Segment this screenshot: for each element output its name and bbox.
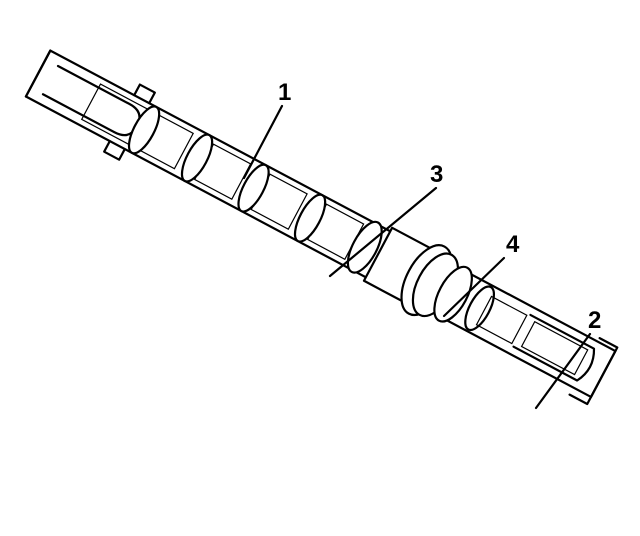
o-ring-seal bbox=[362, 226, 473, 323]
tube-end-right bbox=[568, 337, 619, 406]
filter-screen-rear bbox=[464, 285, 596, 382]
tube-housing bbox=[24, 49, 617, 399]
callout-4: 4 bbox=[506, 231, 520, 258]
callout-2: 2 bbox=[588, 307, 601, 334]
callout-3: 3 bbox=[430, 161, 443, 188]
filter-screen-front bbox=[80, 83, 365, 261]
callout-1: 1 bbox=[278, 79, 291, 106]
leader-lines bbox=[242, 104, 592, 410]
